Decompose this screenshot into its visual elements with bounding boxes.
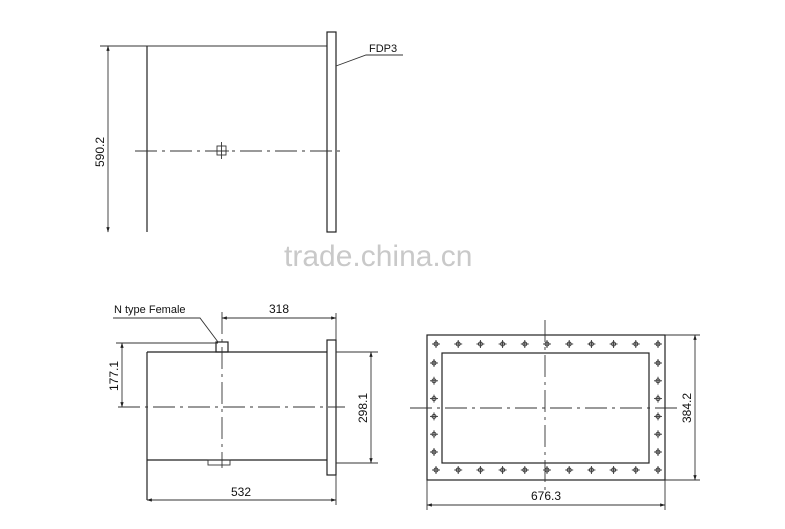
- n-type-label: N type Female: [114, 304, 186, 316]
- bolt-hole: [654, 376, 662, 385]
- side-bottom-foot: [207, 459, 231, 466]
- top-flange-plate: [326, 31, 337, 233]
- bolt-hole: [498, 340, 507, 348]
- bolt-hole: [430, 412, 438, 421]
- bolt-hole: [609, 466, 618, 474]
- bolt-hole: [520, 466, 529, 474]
- side-view: N type Female 318 177.1 298.1 532: [107, 302, 378, 505]
- bolt-hole: [587, 466, 596, 474]
- bolt-hole: [476, 466, 485, 474]
- bolt-hole: [609, 340, 618, 348]
- bolt-hole: [543, 340, 551, 348]
- bolt-hole: [430, 394, 438, 403]
- bolt-hole: [654, 448, 662, 456]
- top-view: FDP3 590.2: [93, 31, 403, 233]
- bolt-hole: [520, 340, 529, 348]
- bolt-hole: [430, 430, 438, 439]
- dim-177: 177.1: [107, 361, 121, 391]
- dim-298: 298.1: [356, 393, 370, 423]
- bolt-hole: [498, 466, 507, 474]
- fdp3-label: FDP3: [369, 43, 397, 55]
- dim-676: 676.3: [531, 489, 561, 503]
- bolt-hole: [432, 466, 440, 474]
- bolt-hole: [587, 340, 596, 348]
- dim-top-height: 590.2: [93, 137, 107, 167]
- bolt-hole: [654, 430, 662, 439]
- bolt-hole: [565, 340, 574, 348]
- bolt-hole: [454, 340, 463, 348]
- bolt-hole: [430, 376, 438, 385]
- bolt-hole: [654, 412, 662, 421]
- fdp3-leader: [335, 54, 403, 67]
- dim-384: 384.2: [680, 393, 694, 423]
- bolt-hole: [631, 466, 640, 474]
- bolt-hole: [543, 466, 551, 474]
- side-flange-plate: [326, 339, 337, 476]
- bolt-hole: [631, 340, 640, 348]
- bolt-hole: [430, 359, 438, 367]
- bolt-hole: [654, 359, 662, 367]
- bolt-hole: [432, 340, 440, 348]
- flange-view: 384.2 676.3: [410, 320, 700, 510]
- bolt-holes: [430, 340, 662, 474]
- dim-532: 532: [231, 485, 251, 499]
- dim-318: 318: [269, 302, 289, 316]
- bolt-hole: [476, 340, 485, 348]
- bolt-hole: [565, 466, 574, 474]
- bolt-hole: [654, 466, 662, 474]
- n-type-leader: [113, 317, 219, 343]
- bolt-hole: [430, 448, 438, 456]
- bolt-hole: [654, 340, 662, 348]
- bolt-hole: [454, 466, 463, 474]
- watermark: trade.china.cn: [284, 240, 472, 273]
- bolt-hole: [654, 394, 662, 403]
- flange-outer: [426, 334, 666, 481]
